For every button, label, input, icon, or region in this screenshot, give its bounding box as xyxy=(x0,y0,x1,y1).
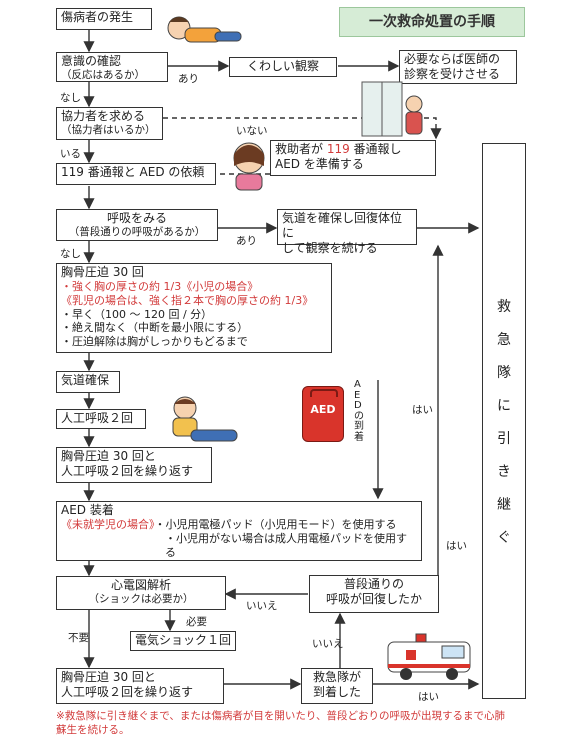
handover-char: 救 xyxy=(497,299,511,315)
label-ari-2: あり xyxy=(236,235,257,247)
normal-line1: 普段通りの xyxy=(343,577,404,591)
label-hai-1: はい xyxy=(412,404,433,416)
node-seek-helper: 協力者を求める （協力者はいるか） xyxy=(56,107,163,140)
aed-handle xyxy=(310,389,338,397)
call-119-text: 119 番通報と AED の依頼 xyxy=(61,165,205,179)
label-nashi-2: なし xyxy=(60,248,81,260)
cpr-bullet-5: ・圧迫解除は胸がしっかりもどるまで xyxy=(61,335,248,348)
ambulance-illustration xyxy=(387,633,471,680)
ecg-line2: （ショックは必要か） xyxy=(88,593,194,605)
node-call-119: 119 番通報と AED の依頼 xyxy=(56,163,216,185)
node-rescue-breaths: 人工呼吸２回 xyxy=(56,409,146,429)
normal-line2: 呼吸が回復したか xyxy=(325,592,422,606)
label-need: 必要 xyxy=(186,616,207,628)
detail-observation-text: くわしい観察 xyxy=(246,59,319,73)
calling-woman-illustration xyxy=(233,142,265,191)
ecg-line1: 心電図解析 xyxy=(110,578,171,592)
label-hai-2: はい xyxy=(446,540,467,552)
check-breathing-line1: 呼吸をみる xyxy=(106,211,167,225)
consciousness-line2: （反応はあるか） xyxy=(61,69,145,81)
recovery-line2: して観察を続ける xyxy=(282,241,378,255)
label-hai-3: はい xyxy=(418,691,439,703)
repeat2-line2: 人工呼吸２回を繰り返す xyxy=(61,685,194,699)
ems-line2: 到着した xyxy=(312,685,361,699)
node-normal-breathing-check: 普段通りの 呼吸が回復したか xyxy=(309,575,439,613)
aed-title: AED 装着 xyxy=(61,503,114,517)
aed-device-label: AED xyxy=(310,403,336,416)
seek-helper-line2: （協力者はいるか） xyxy=(61,124,156,136)
check-breathing-line2: （普段通りの呼吸があるか） xyxy=(68,226,206,238)
label-ari-1: あり xyxy=(178,73,199,85)
handover-char: 急 xyxy=(497,332,511,348)
handover-char: 引 xyxy=(497,431,511,447)
node-repeat-cpr-2: 胸骨圧迫 30 回と 人工呼吸２回を繰り返す xyxy=(56,668,224,704)
rescuer-line2: AED を準備する xyxy=(275,157,364,171)
label-iie-2: いいえ xyxy=(312,638,344,650)
node-shock: 電気ショック１回 xyxy=(130,631,236,651)
seek-helper-line1: 協力者を求める xyxy=(61,109,146,123)
node-consciousness-check: 意識の確認 （反応はあるか） xyxy=(56,52,168,82)
node-doctor: 必要ならば医師の 診察を受けさせる xyxy=(399,50,517,84)
aed-device-illustration: AED xyxy=(302,386,344,442)
doctor-door-illustration xyxy=(361,81,423,137)
doctor-line2: 診察を受けさせる xyxy=(404,67,501,81)
rescuer-line1-post: 番通報し xyxy=(349,142,402,156)
repeat1-line2: 人工呼吸２回を繰り返す xyxy=(61,464,194,478)
node-detail-observation: くわしい観察 xyxy=(229,57,337,77)
rescue-breathing-illustration xyxy=(172,396,238,442)
cpr-bullet-3: ・早く（100 〜 120 回 / 分） xyxy=(61,307,213,321)
node-ems-arrived: 救急隊が 到着した xyxy=(301,668,373,704)
cpr-bullet-4: ・絶え間なく（中断を最小限にする） xyxy=(61,321,249,335)
cpr-bullet-2: 《乳児の場合は、強く指２本で胸の厚さの約 1/3》 xyxy=(61,293,314,307)
ems-line1: 救急隊が xyxy=(312,670,361,684)
repeat1-line1: 胸骨圧迫 30 回と xyxy=(61,449,156,463)
node-occurrence-text: 傷病者の発生 xyxy=(61,10,134,24)
node-ecg-analysis: 心電図解析 （ショックは必要か） xyxy=(56,576,226,610)
label-nashi-1: なし xyxy=(60,92,81,104)
handover-char: き xyxy=(497,464,511,480)
handover-char: 隊 xyxy=(497,365,511,381)
label-iie-1: いいえ xyxy=(246,600,278,612)
node-attach-aed: AED 装着 《未就学児の場合》・小児用電極パッド（小児用モード）を使用する ・… xyxy=(56,501,422,561)
aed-child: 《未就学児の場合》 xyxy=(61,518,155,531)
node-occurrence: 傷病者の発生 xyxy=(56,8,152,30)
node-open-airway: 気道確保 xyxy=(56,371,120,393)
label-inai: いない xyxy=(236,125,268,137)
aed-note-2: ・小児用がない場合は成人用電極パッドを使用する xyxy=(165,531,407,559)
label-aed-arrival: AEDの到着 xyxy=(354,379,364,443)
label-iru: いる xyxy=(60,148,81,160)
cpr-title: 胸骨圧迫 30 回 xyxy=(61,265,144,279)
node-handover-to-ems: 救急隊に引き継ぐ xyxy=(482,143,526,699)
handover-char: に xyxy=(497,398,511,414)
footnote: ※救急隊に引き継ぐまで、または傷病者が目を開いたり、普段どおりの呼吸が出現するま… xyxy=(56,710,505,737)
node-rescuer-calls: 救助者が 119 番通報し AED を準備する xyxy=(270,140,436,176)
recovery-line1: 気道を確保し回復体位に xyxy=(282,211,403,240)
consciousness-line1: 意識の確認 xyxy=(61,54,122,68)
node-check-breathing: 呼吸をみる （普段通りの呼吸があるか） xyxy=(56,209,218,241)
cpr-bullet-1: ・強く胸の厚さの約 1/3《小児の場合》 xyxy=(61,280,259,293)
rescuer-line1: 救助者が 119 番通報し xyxy=(275,142,431,157)
node-recovery-position: 気道を確保し回復体位に して観察を続ける xyxy=(277,209,417,255)
rescuer-line1-num: 119 xyxy=(326,142,350,156)
handover-char: 継 xyxy=(497,497,511,513)
shock-text: 電気ショック１回 xyxy=(135,633,232,647)
doctor-line1: 必要ならば医師の xyxy=(404,52,501,66)
collapsed-person-illustration xyxy=(167,16,242,43)
page-title: 一次救命処置の手順 xyxy=(339,7,525,37)
open-airway-text: 気道確保 xyxy=(61,373,110,387)
rescue-breaths-text: 人工呼吸２回 xyxy=(61,411,134,425)
handover-char: ぐ xyxy=(497,530,511,546)
node-repeat-cpr-1: 胸骨圧迫 30 回と 人工呼吸２回を繰り返す xyxy=(56,447,212,483)
rescuer-line1-pre: 救助者が xyxy=(275,142,327,156)
aed-note-1: ・小児用電極パッド（小児用モード）を使用する xyxy=(154,518,397,531)
label-no-need: 不要 xyxy=(68,632,89,644)
repeat2-line1: 胸骨圧迫 30 回と xyxy=(61,670,156,684)
node-chest-compressions: 胸骨圧迫 30 回 ・強く胸の厚さの約 1/3《小児の場合》 《乳児の場合は、強… xyxy=(56,263,332,353)
